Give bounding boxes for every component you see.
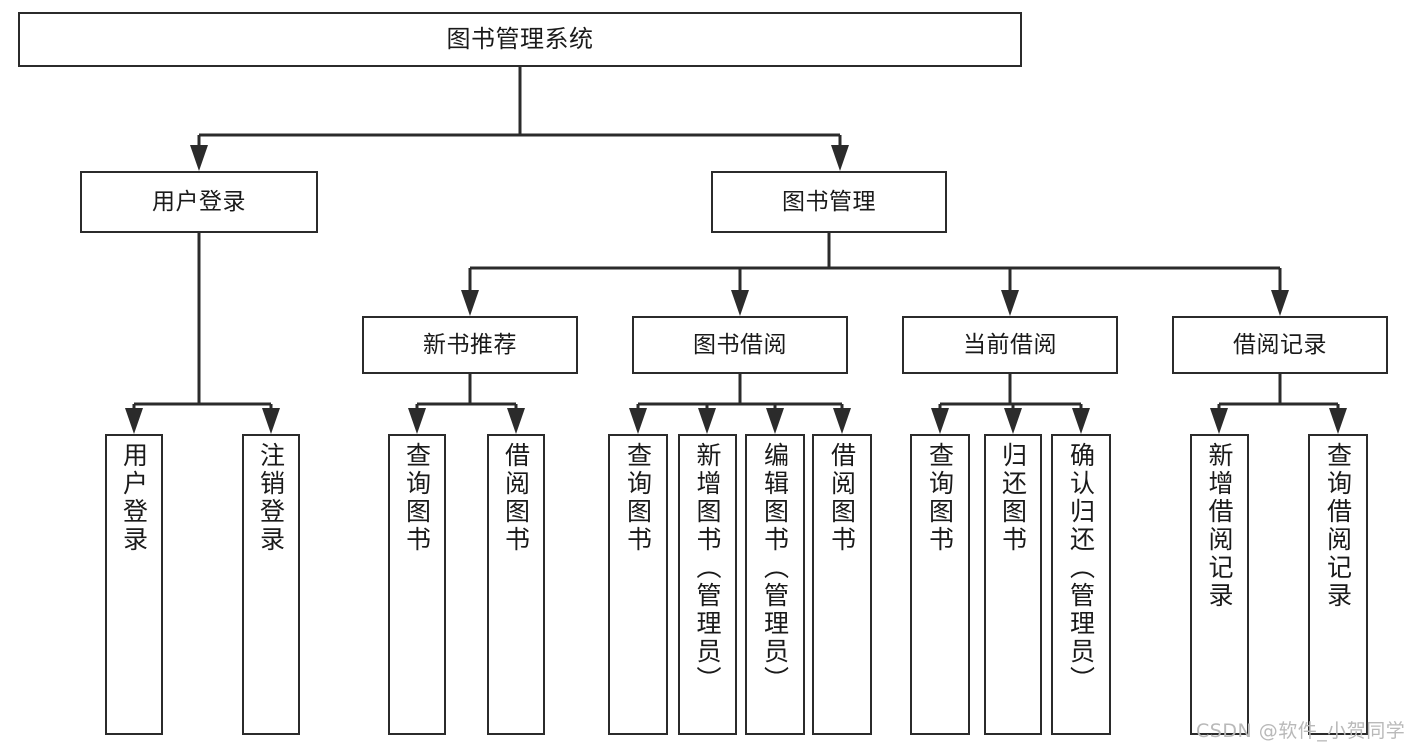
node-leaf-6-label: 编辑图书（管理员） [760, 442, 790, 694]
node-level2-book-management[interactable]: 图书管理 [711, 171, 947, 233]
node-level2-user-login-label: 用户登录 [152, 188, 246, 215]
node-level3-book-borrowing[interactable]: 图书借阅 [632, 316, 848, 374]
node-level3-current-borrowing-label: 当前借阅 [963, 331, 1057, 358]
node-leaf-7-label: 借阅图书 [827, 442, 857, 554]
node-leaf-11-label: 新增借阅记录 [1205, 442, 1234, 610]
node-leaf-5-label: 新增图书（管理员） [693, 442, 722, 694]
node-leaf-9-label: 归还图书 [998, 442, 1028, 554]
node-leaf-1-label: 注销登录 [256, 442, 286, 554]
node-leaf-2[interactable]: 查询图书 [388, 434, 446, 735]
node-level3-borrowing-records[interactable]: 借阅记录 [1172, 316, 1388, 374]
node-level3-borrowing-records-label: 借阅记录 [1233, 331, 1327, 358]
node-leaf-7[interactable]: 借阅图书 [812, 434, 872, 735]
node-leaf-3-label: 借阅图书 [501, 442, 531, 554]
node-leaf-9[interactable]: 归还图书 [984, 434, 1042, 735]
node-leaf-4[interactable]: 查询图书 [608, 434, 668, 735]
node-leaf-0[interactable]: 用户登录 [105, 434, 163, 735]
node-leaf-2-label: 查询图书 [402, 442, 432, 554]
node-leaf-1[interactable]: 注销登录 [242, 434, 300, 735]
node-root[interactable]: 图书管理系统 [18, 12, 1022, 67]
node-leaf-4-label: 查询图书 [623, 442, 653, 554]
node-root-label: 图书管理系统 [446, 24, 594, 53]
node-leaf-10-label: 确认归还（管理员） [1066, 442, 1096, 694]
node-leaf-5[interactable]: 新增图书（管理员） [678, 434, 737, 735]
node-leaf-12[interactable]: 查询借阅记录 [1308, 434, 1368, 735]
node-leaf-8-label: 查询图书 [925, 442, 955, 554]
node-level3-book-borrowing-label: 图书借阅 [693, 331, 787, 358]
csdn-watermark: CSDN @软件_小贺同学 [1196, 720, 1405, 742]
node-leaf-0-label: 用户登录 [119, 442, 149, 554]
node-leaf-6[interactable]: 编辑图书（管理员） [745, 434, 805, 735]
node-leaf-3[interactable]: 借阅图书 [487, 434, 545, 735]
node-level3-current-borrowing[interactable]: 当前借阅 [902, 316, 1118, 374]
node-leaf-10[interactable]: 确认归还（管理员） [1051, 434, 1111, 735]
node-leaf-11[interactable]: 新增借阅记录 [1190, 434, 1249, 735]
node-level2-book-management-label: 图书管理 [782, 188, 876, 215]
node-level3-new-book-recommendation-label: 新书推荐 [423, 331, 517, 358]
node-level2-user-login[interactable]: 用户登录 [80, 171, 318, 233]
node-leaf-8[interactable]: 查询图书 [910, 434, 970, 735]
node-level3-new-book-recommendation[interactable]: 新书推荐 [362, 316, 578, 374]
node-leaf-12-label: 查询借阅记录 [1323, 442, 1353, 610]
